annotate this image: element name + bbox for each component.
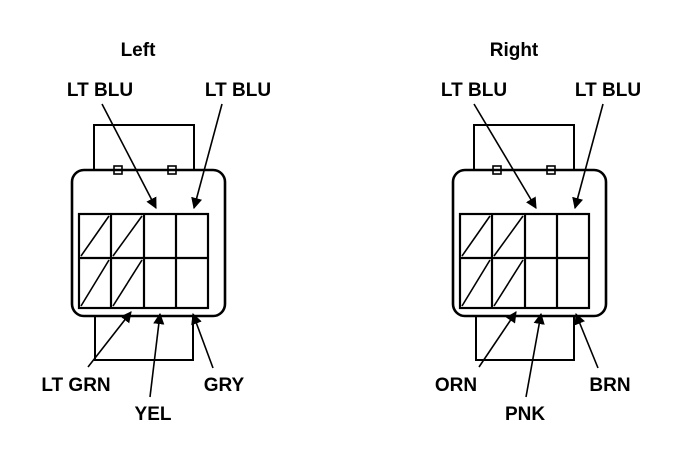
right-leader-bottom-1 [478,311,517,368]
right-top-wire-label-2: LT BLU [575,80,641,101]
left-leader-top-2 [191,103,223,210]
right-terminal-grid [458,212,591,310]
left-leader-bottom-2 [149,312,165,398]
left-terminal-grid [77,212,210,310]
right-blank-cavity-mark [493,215,524,257]
left-latch-nub [167,165,177,175]
right-latch-nub [546,165,556,175]
left-top-wire-label-2: LT BLU [205,80,271,101]
left-blank-cavity-mark [80,259,110,307]
left-leader-bottom-1 [87,311,132,368]
left-top-tab [93,124,195,174]
right-leader-top-1 [473,103,537,209]
right-leader-bottom-2 [525,312,545,398]
left-connector-title: Left [121,40,157,61]
left-blank-cavity-mark [80,215,110,257]
left-bottom-tab [94,311,194,361]
right-leader-bottom-3 [574,312,599,369]
left-bottom-wire-label-1: LT GRN [41,375,110,396]
left-top-wire-label-1: LT BLU [67,80,133,101]
right-blank-cavity-mark [461,259,491,307]
right-connector-body [451,168,608,318]
right-blank-cavity-mark [493,259,524,307]
left-bottom-wire-label-3: GRY [204,375,245,396]
left-leader-bottom-3 [191,312,214,369]
left-connector: Left LT BLU LT BLU LT GRN YEL GRY [41,40,271,425]
right-bottom-wire-label-3: BRN [589,375,630,396]
right-top-wire-label-1: LT BLU [441,80,507,101]
right-connector: Right LT BLU LT BLU ORN PNK BRN [435,40,641,425]
left-bottom-wire-label-2: YEL [135,404,172,425]
left-leader-top-1 [101,103,157,209]
left-blank-cavity-mark [112,215,143,257]
right-bottom-wire-label-2: PNK [505,404,545,425]
right-leader-top-2 [572,103,604,210]
right-bottom-wire-label-1: ORN [435,375,477,396]
right-connector-title: Right [490,40,539,61]
right-blank-cavity-mark [461,215,491,257]
left-latch-nub [113,165,123,175]
left-blank-cavity-mark [112,259,143,307]
right-latch-nub [492,165,502,175]
right-bottom-tab [475,311,575,361]
right-top-tab [473,124,575,174]
